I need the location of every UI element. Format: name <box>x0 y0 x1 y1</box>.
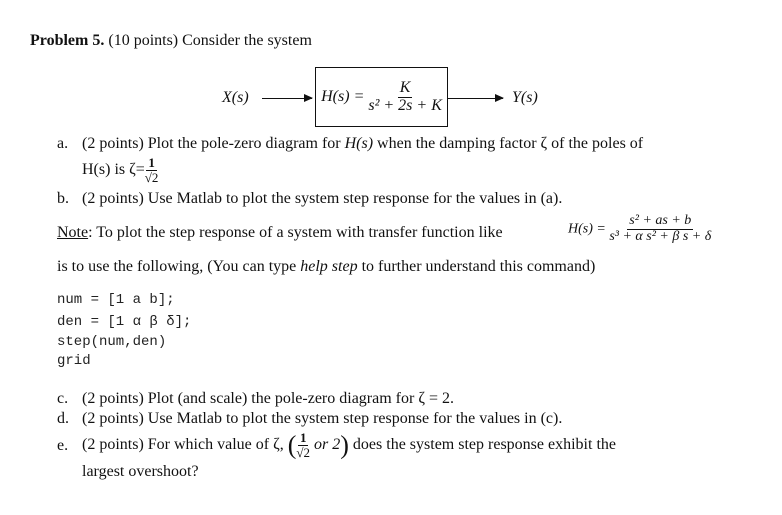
output-arrow <box>447 94 504 102</box>
item-text-line2: H(s) is ζ=1√2 <box>82 155 159 185</box>
item-d-text: (2 points) Use Matlab to plot the system… <box>82 410 563 427</box>
item-label: d. <box>57 410 69 427</box>
input-label: X(s) <box>222 89 249 106</box>
item-label: e. <box>57 437 69 454</box>
item-text-line2: largest overshoot? <box>82 463 199 480</box>
note-line2: is to use the following, (You can type h… <box>57 258 596 275</box>
item-text: (2 points) Plot the pole-zero diagram fo… <box>82 135 644 152</box>
output-label: Y(s) <box>512 89 538 106</box>
note-text: Note: To plot the step response of a sys… <box>57 224 503 241</box>
code-line: grid <box>57 353 91 369</box>
input-arrow <box>262 94 313 102</box>
item-b-text: (2 points) Use Matlab to plot the system… <box>82 190 563 207</box>
item-text: (2 points) For which value of ζ, (1√2 or… <box>82 430 616 460</box>
problem-title: Problem 5. (10 points) Consider the syst… <box>30 32 312 49</box>
item-label: c. <box>57 390 69 407</box>
item-c-text: (2 points) Plot (and scale) the pole-zer… <box>82 390 454 407</box>
h-denominator: s² + 2s + K <box>368 96 442 114</box>
h-numerator: K <box>397 78 413 98</box>
code-line: step(num,den) <box>57 334 167 350</box>
item-label: b. <box>57 190 69 207</box>
code-line: den = [1 α β δ]; <box>57 314 192 330</box>
h-lhs: H(s) = <box>321 88 365 105</box>
code-line: num = [1 a b]; <box>57 292 175 308</box>
item-label: a. <box>57 135 69 152</box>
